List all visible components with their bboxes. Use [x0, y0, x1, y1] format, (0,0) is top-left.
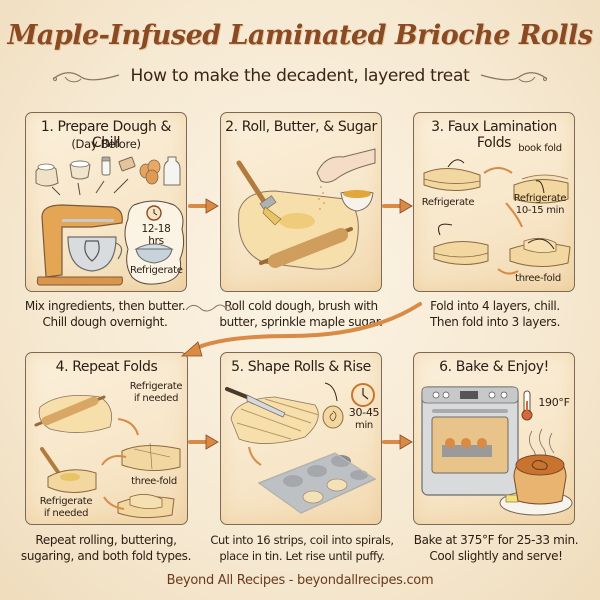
clock-icon [146, 205, 162, 221]
step-2-card: 2. Roll, Butter, & Sugar [220, 112, 382, 292]
yeast-packet-icon [118, 156, 136, 172]
pastry-brush-icon [40, 447, 97, 493]
step-1-subtitle: (Day Before) [71, 137, 141, 151]
step-2-caption: Roll cold dough, brush with butter, spri… [219, 299, 383, 329]
oven-icon [421, 386, 519, 496]
arrow-right-2-to-3-icon [382, 198, 413, 214]
flour-bowl-icon [69, 160, 91, 180]
maple-sugar-bowl-icon [340, 190, 374, 212]
step-3-caption: Fold into 4 layers, chill. Then fold int… [429, 299, 561, 329]
step-6-caption: Bake at 375°F for 25-33 min. Cool slight… [413, 533, 579, 563]
step-3-book-fold-label: book fold [518, 143, 562, 154]
book-fold-icon [513, 174, 569, 204]
subtitle-row: How to make the decadent, layered treat [0, 66, 600, 86]
step-4-caption: Repeat rolling, buttering, sugaring, and… [20, 533, 192, 563]
pastry-brush-icon [236, 160, 282, 226]
rolling-pin-icon [259, 227, 353, 268]
step-5-title: 5. Shape Rolls & Rise [231, 359, 371, 375]
step-5-time-unit-label: min [355, 420, 373, 431]
coiled-roll-icon [322, 405, 344, 429]
knife-icon [225, 387, 286, 418]
stand-mixer-icon [36, 204, 123, 286]
step-3-card: 3. Faux Lamination Folds book fold [413, 112, 575, 292]
right-flourish-icon [481, 72, 548, 83]
brioche-roll-icon [513, 454, 567, 505]
butter-pat-icon [505, 494, 519, 503]
step-1-title: 1. Prepare Dough & Chill [40, 119, 172, 151]
page-subtitle: How to make the decadent, layered treat [130, 66, 470, 86]
step-1-caption: Mix ingredients, then butter. Chill doug… [24, 299, 186, 329]
step-3-three-fold-label: three-fold [515, 273, 561, 284]
step-4-refrigerate-top-label: Refrigerate if needed [129, 381, 183, 404]
page-title: Maple-Infused Laminated Brioche Rolls [7, 20, 593, 51]
dough-rolling-icon [34, 395, 113, 433]
step-1-refrigerate-label: Refrigerate [130, 265, 183, 276]
step-4-title: 4. Repeat Folds [55, 359, 158, 375]
step-5-card: 5. Shape Rolls & Rise [220, 352, 382, 525]
step-3-refrigerate-time-label: Refrigerate 10-15 min [513, 193, 567, 216]
arrow-right-5-to-6-icon [382, 434, 413, 450]
footer-credit: Beyond All Recipes - beyondallrecipes.co… [166, 573, 434, 588]
folded-dough-icon [423, 168, 481, 191]
flour-sack-icon [35, 163, 59, 187]
step-6-title: 6. Bake & Enjoy! [439, 359, 549, 375]
bake-illustration [421, 386, 573, 516]
step-3-title: 3. Faux Lamination Folds [431, 119, 557, 151]
dough-strips-icon [230, 396, 320, 444]
step-4-refrigerate-bottom-label: Refrigerate if needed [39, 496, 93, 519]
step-4-three-fold-label: three-fold [131, 476, 177, 487]
arrow-right-1-to-2-icon [188, 198, 219, 214]
thought-bubble-icon [124, 200, 185, 285]
shape-rolls-illustration [225, 382, 377, 514]
clock-icon [351, 383, 375, 407]
eggs-icon [139, 159, 161, 185]
three-fold-icon [509, 238, 571, 267]
left-flourish-icon [52, 72, 119, 83]
step-1-time-label: 12-18 hrs [141, 223, 171, 247]
roll-butter-illustration [236, 148, 376, 270]
step-2-title: 2. Roll, Butter, & Sugar [225, 119, 377, 135]
refold-dough-icon [433, 241, 489, 265]
step-6-card: 6. Bake & Enjoy! [413, 352, 575, 525]
milk-bottle-icon [163, 156, 181, 186]
step-4-card: 4. Repeat Folds Refrigerate if needed [25, 352, 188, 525]
arrow-right-4-to-5-icon [188, 434, 219, 450]
step-3-refrigerate-label: Refrigerate [421, 197, 475, 208]
ingredients-icon [35, 156, 181, 196]
three-fold-icon [117, 494, 175, 519]
fold-arrow-icon [438, 159, 555, 250]
folded-dough-icon [121, 442, 181, 471]
lamination-folds-illustration [423, 159, 571, 275]
step-1-card: 1. Prepare Dough & Chill (Day Before) [25, 112, 187, 292]
arrow-curve-3-to-4-icon [180, 302, 422, 357]
muffin-tin-icon [257, 452, 377, 514]
hand-sprinkling-icon [316, 148, 376, 210]
step-6-temperature-label: 190°F [538, 396, 570, 409]
thermometer-icon [521, 390, 533, 421]
step-5-caption: Cut into 16 strips, coil into spirals, p… [210, 533, 394, 563]
repeat-folds-illustration [34, 395, 181, 519]
step-5-time-label: 30-45 [348, 406, 380, 419]
salt-shaker-icon [101, 156, 111, 176]
covered-bowl-icon [134, 243, 174, 264]
